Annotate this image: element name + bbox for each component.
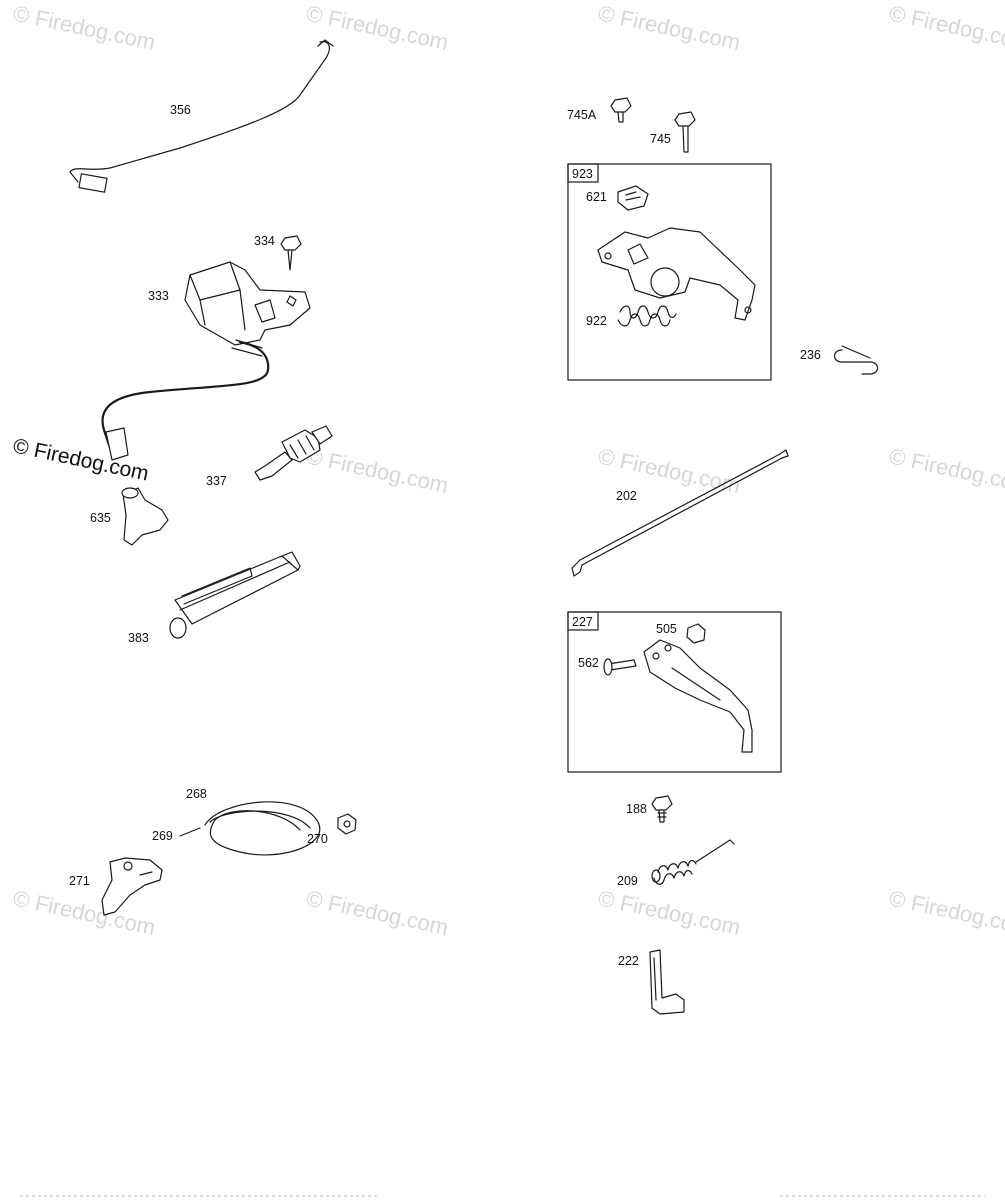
callout-505: 505 <box>656 622 677 636</box>
callout-356: 356 <box>170 103 191 117</box>
part-270-nut[interactable]: 270 <box>307 813 357 846</box>
part-209-spring[interactable]: 209 <box>617 839 735 888</box>
callout-562: 562 <box>578 656 599 670</box>
part-333-armature[interactable]: 333 <box>101 261 311 461</box>
callout-745: 745 <box>650 132 671 146</box>
part-188-bolt[interactable]: 188 <box>626 795 673 823</box>
part-621-clip[interactable]: 621 <box>586 185 649 211</box>
part-222-bracket[interactable]: 222 <box>618 949 685 1015</box>
part-202-rod[interactable]: 202 <box>571 449 789 577</box>
callout-745A: 745A <box>567 108 597 122</box>
watermark: © Firedog.com <box>11 0 158 55</box>
part-227-lever[interactable] <box>643 639 753 753</box>
callout-334: 334 <box>254 234 275 248</box>
watermark: © Firedog.com <box>887 0 1005 55</box>
part-922-spring[interactable]: 922 <box>586 305 677 328</box>
part-268-cable[interactable]: 268 <box>186 787 321 856</box>
kit-923-box[interactable]: 923 <box>567 163 772 381</box>
part-271-bracket[interactable]: 271 <box>69 857 163 916</box>
part-745A-bolt[interactable]: 745A <box>567 97 632 123</box>
part-923-governor-bracket[interactable] <box>597 227 756 321</box>
part-383-sleeve[interactable]: 383 <box>128 551 301 645</box>
watermark: © Firedog.com <box>887 885 1005 940</box>
watermark-layer: © Firedog.com © Firedog.com © Firedog.co… <box>11 0 1005 940</box>
callout-333: 333 <box>148 289 169 303</box>
watermark-dark: © Firedog.com <box>11 434 151 485</box>
part-745-bolt[interactable]: 745 <box>650 111 696 153</box>
callout-209: 209 <box>617 874 638 888</box>
watermark: © Firedog.com <box>596 885 743 940</box>
callout-922: 922 <box>586 314 607 328</box>
callout-202: 202 <box>616 489 637 503</box>
part-236-link[interactable]: 236 <box>800 345 879 375</box>
callout-270: 270 <box>307 832 328 846</box>
part-269-fitting[interactable]: 269 <box>152 827 201 843</box>
callout-271: 271 <box>69 874 90 888</box>
watermark: © Firedog.com <box>11 885 158 940</box>
callout-337: 337 <box>206 474 227 488</box>
watermark: © Firedog.com <box>304 0 451 55</box>
part-337-spark-plug[interactable]: 337 <box>206 425 333 488</box>
callout-383: 383 <box>128 631 149 645</box>
callout-621: 621 <box>586 190 607 204</box>
part-356-wire[interactable]: 356 <box>69 39 334 193</box>
watermark: © Firedog.com <box>887 443 1005 498</box>
part-334-screw[interactable]: 334 <box>254 234 302 271</box>
part-505-nut[interactable]: 505 <box>656 622 706 644</box>
part-562-pin[interactable]: 562 <box>578 656 637 676</box>
callout-222: 222 <box>618 954 639 968</box>
callout-268: 268 <box>186 787 207 801</box>
watermark: © Firedog.com <box>304 443 451 498</box>
callout-236: 236 <box>800 348 821 362</box>
callout-635: 635 <box>90 511 111 525</box>
kit-227-box[interactable]: 227 <box>567 611 782 773</box>
watermark: © Firedog.com <box>304 885 451 940</box>
kit-227-label: 227 <box>572 615 593 629</box>
kit-923-label: 923 <box>572 167 593 181</box>
part-635-boot[interactable]: 635 <box>90 487 169 546</box>
callout-269: 269 <box>152 829 173 843</box>
callout-188: 188 <box>626 802 647 816</box>
watermark: © Firedog.com <box>596 0 743 55</box>
